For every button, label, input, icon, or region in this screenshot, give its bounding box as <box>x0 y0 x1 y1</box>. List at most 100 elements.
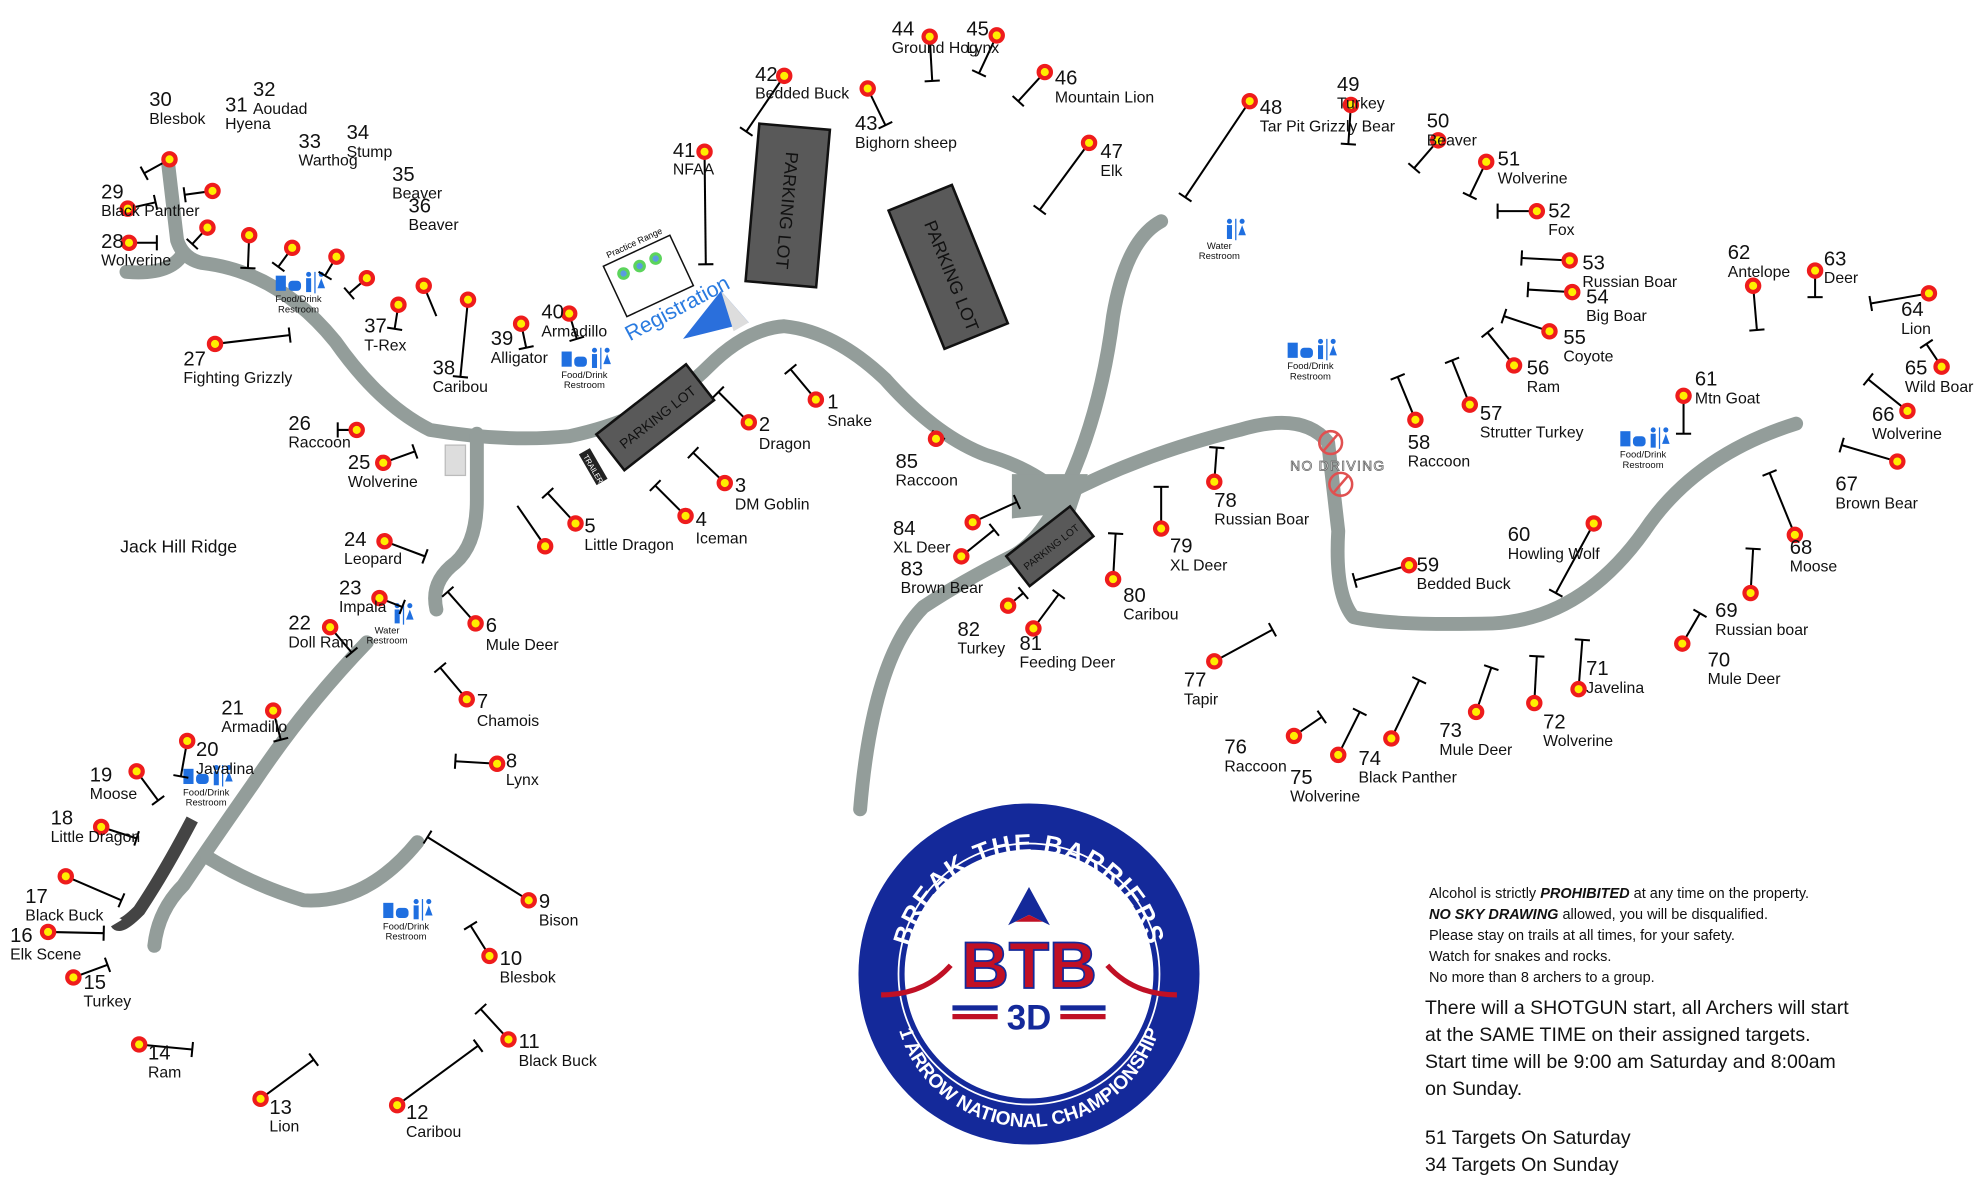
stake-marker <box>1340 142 1356 146</box>
target-center <box>565 309 574 318</box>
stake-marker <box>287 327 292 343</box>
target-center <box>379 458 388 467</box>
target-name: Doll Ram <box>288 634 353 651</box>
target-name: Raccoon <box>1224 758 1286 775</box>
target-name: Wolverine <box>1543 733 1613 750</box>
target-3[interactable]: 3DM Goblin <box>687 446 810 514</box>
target-37[interactable]: 37T-Rex <box>364 296 407 355</box>
registration-tent[interactable] <box>683 290 749 339</box>
target-center <box>380 537 389 546</box>
man-icon <box>306 271 312 277</box>
svg-text:Water: Water <box>1207 241 1232 252</box>
stake-marker <box>1483 664 1499 672</box>
stake-marker <box>1316 710 1327 724</box>
stake-marker <box>343 286 355 300</box>
shooting-lane <box>426 836 530 902</box>
